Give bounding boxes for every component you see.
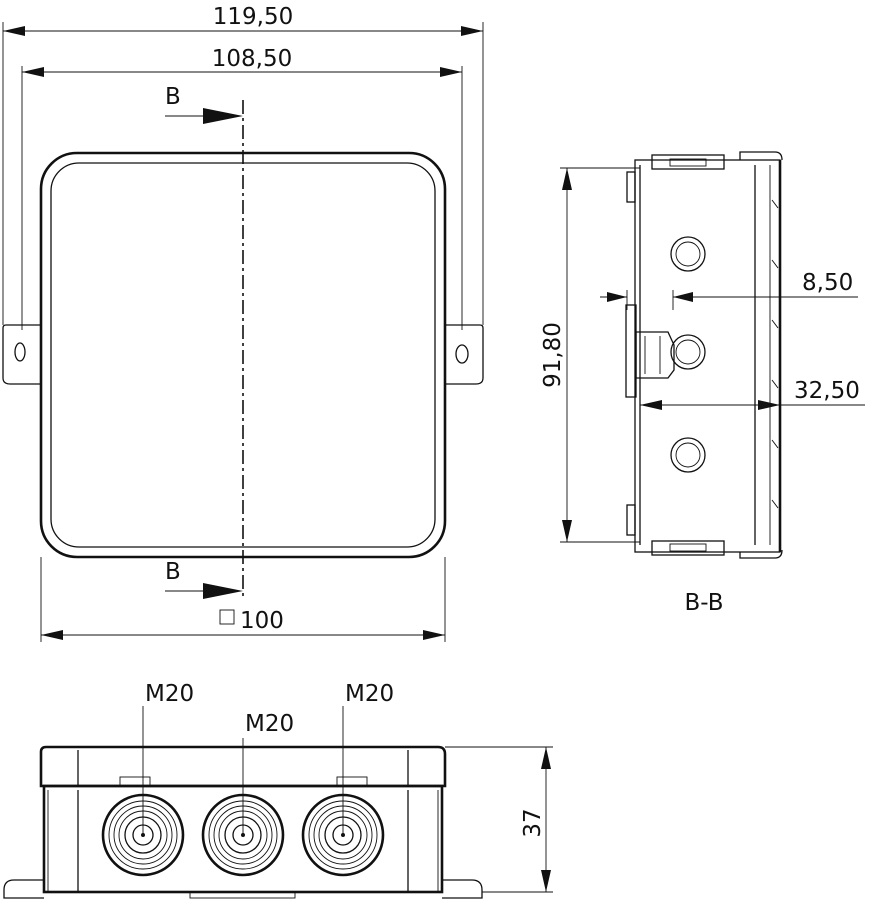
dimension-body-height: 91,80	[540, 322, 566, 388]
section-gland-hole-1	[670, 236, 706, 272]
section-marker-top: B	[165, 84, 181, 110]
front-left-foot	[3, 879, 44, 899]
section-view: 91,80 8,50 32,50 B-B	[540, 151, 865, 616]
left-mounting-lug	[2, 324, 41, 385]
section-view-label: B-B	[684, 590, 723, 616]
section-arrow-top	[203, 108, 243, 124]
top-view: B B 119,50 108,50 100	[2, 4, 484, 642]
front-view: M20 M20 M20 37	[3, 681, 553, 899]
section-bottom-latch	[651, 540, 725, 556]
section-gland-hole-2	[670, 334, 706, 370]
dimension-offset-large: 32,50	[794, 378, 860, 404]
dimension-body-width: 100	[240, 608, 284, 634]
gland-label-2: M20	[245, 711, 294, 737]
gland-label-3: M20	[345, 681, 394, 707]
square-symbol-icon	[219, 609, 235, 625]
right-lug-slot	[455, 344, 469, 364]
section-gland-hole-3	[670, 437, 706, 473]
section-body-outer	[634, 159, 781, 553]
section-clip	[635, 331, 675, 379]
section-marker-bottom: B	[165, 559, 181, 585]
left-lug-slot	[14, 342, 26, 362]
right-mounting-lug	[445, 324, 484, 385]
dimension-depth: 37	[520, 808, 546, 837]
section-arrow-bottom	[203, 583, 243, 599]
dimension-hole-spacing: 108,50	[212, 46, 292, 72]
front-right-foot	[442, 879, 483, 899]
gland-label-1: M20	[145, 681, 194, 707]
front-lid	[39, 745, 447, 788]
dimension-overall-width: 119,50	[213, 4, 293, 30]
dimension-offset-small: 8,50	[802, 270, 853, 296]
section-top-latch	[651, 154, 725, 170]
